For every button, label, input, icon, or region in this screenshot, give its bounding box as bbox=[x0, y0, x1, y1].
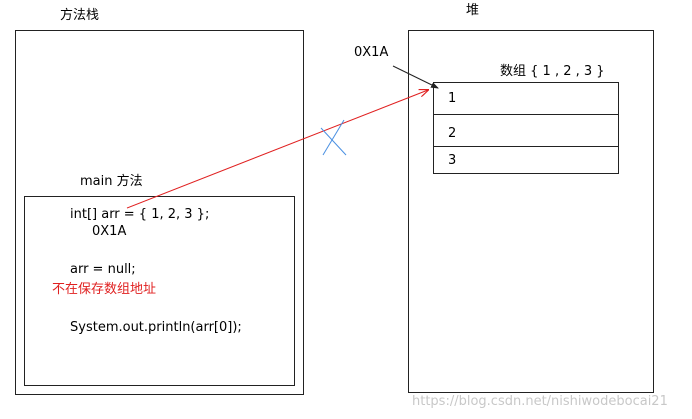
heap-title: 堆 bbox=[466, 3, 480, 18]
code-line-assign-null: arr = null; bbox=[70, 262, 136, 277]
code-line-array-decl: int[] arr = { 1, 2, 3 }; bbox=[70, 207, 210, 222]
array-label: 数组 { 1 , 2 , 3 } bbox=[500, 64, 605, 79]
array-cell-divider bbox=[433, 114, 619, 115]
code-line-println: System.out.println(arr[0]); bbox=[70, 320, 242, 335]
array-cell-divider bbox=[433, 146, 619, 147]
cross-mark-stroke bbox=[320, 127, 347, 156]
array-box bbox=[433, 82, 619, 174]
heap-address-label: 0X1A bbox=[354, 45, 389, 60]
main-frame-title: main 方法 bbox=[80, 174, 143, 189]
stack-title: 方法栈 bbox=[60, 8, 100, 23]
note-no-address: 不在保存数组地址 bbox=[52, 282, 157, 297]
array-cell-value: 1 bbox=[448, 91, 457, 106]
stack-region bbox=[15, 30, 304, 395]
stack-address-label: 0X1A bbox=[92, 224, 127, 239]
watermark: https://blog.csdn.net/nishiwodebocai21 bbox=[412, 394, 668, 409]
heap-region bbox=[408, 30, 654, 393]
cross-mark-stroke bbox=[322, 119, 345, 156]
array-cell-value: 3 bbox=[448, 153, 457, 168]
array-cell-value: 2 bbox=[448, 126, 457, 141]
